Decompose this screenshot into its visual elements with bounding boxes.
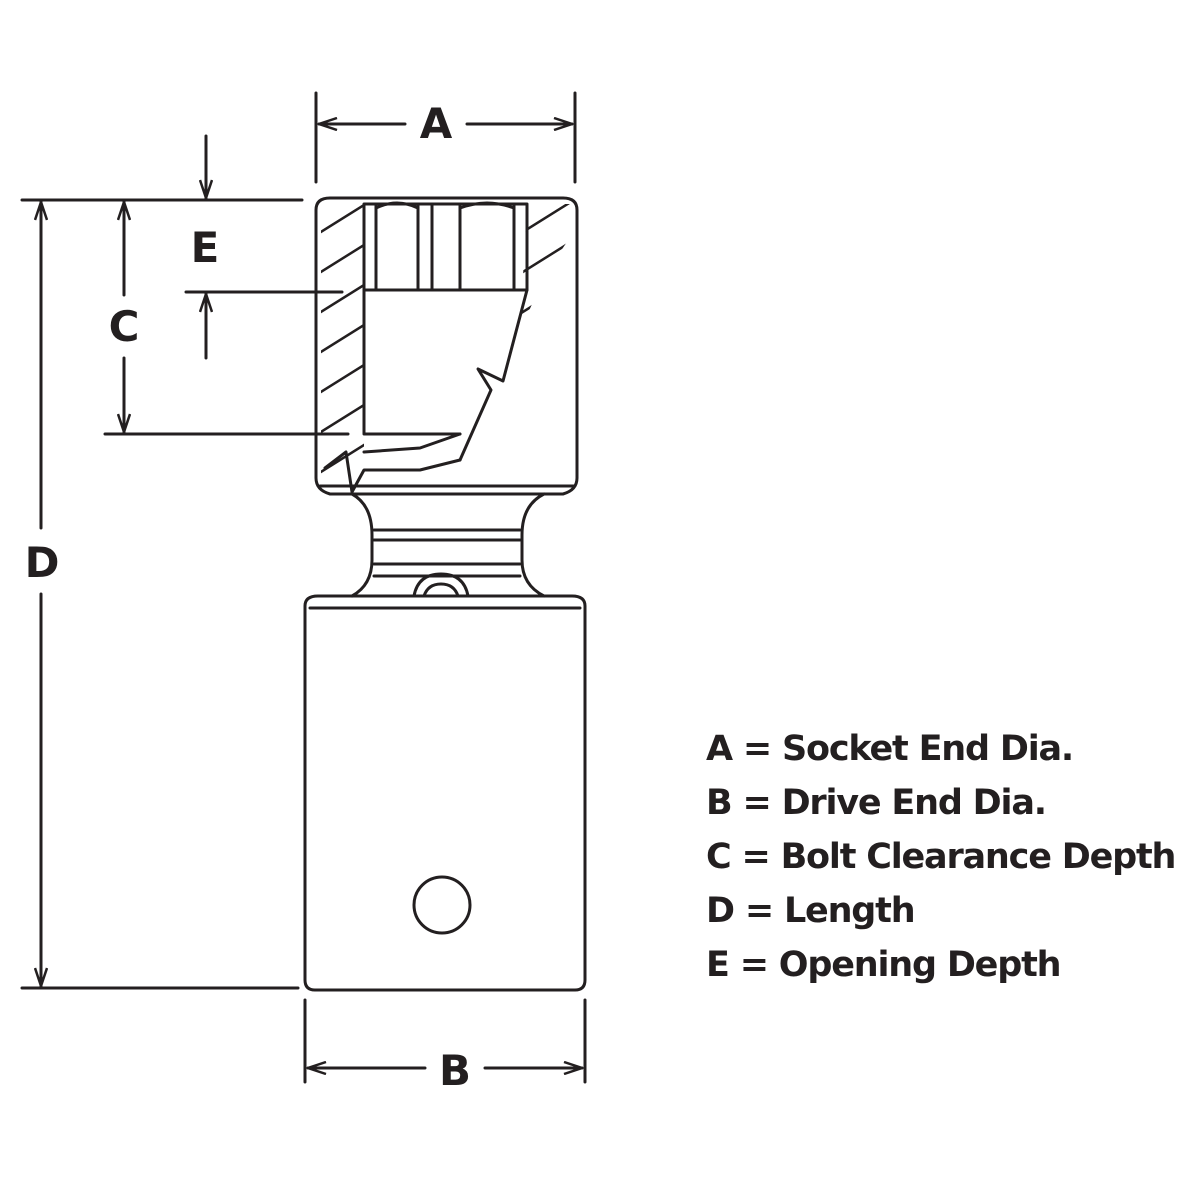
dimension-label-c: C [109,302,140,351]
dimension-e-lines [184,134,344,360]
dimension-label-d: D [25,538,60,587]
universal-joint-neck [350,492,546,598]
dimension-a-lines [314,91,577,184]
legend-item-a: A = Socket End Dia. [706,729,1074,769]
socket-end-body [314,196,579,496]
legend-item-b: B = Drive End Dia. [706,783,1047,823]
dimension-label-e: E [191,223,220,272]
dimension-label-a: A [420,99,453,148]
dimension-legend: A = Socket End Dia. B = Drive End Dia. C… [706,726,1176,996]
legend-item-e: E = Opening Depth [706,945,1062,985]
detent-hole [412,875,472,935]
drive-end-body [303,594,587,992]
legend-item-d: D = Length [706,891,916,931]
dimension-c-lines [103,200,350,436]
dimension-b-lines [303,998,587,1084]
dimension-d-lines [20,198,304,990]
dimension-label-b: B [439,1046,471,1095]
legend-item-c: C = Bolt Clearance Depth [706,837,1176,877]
